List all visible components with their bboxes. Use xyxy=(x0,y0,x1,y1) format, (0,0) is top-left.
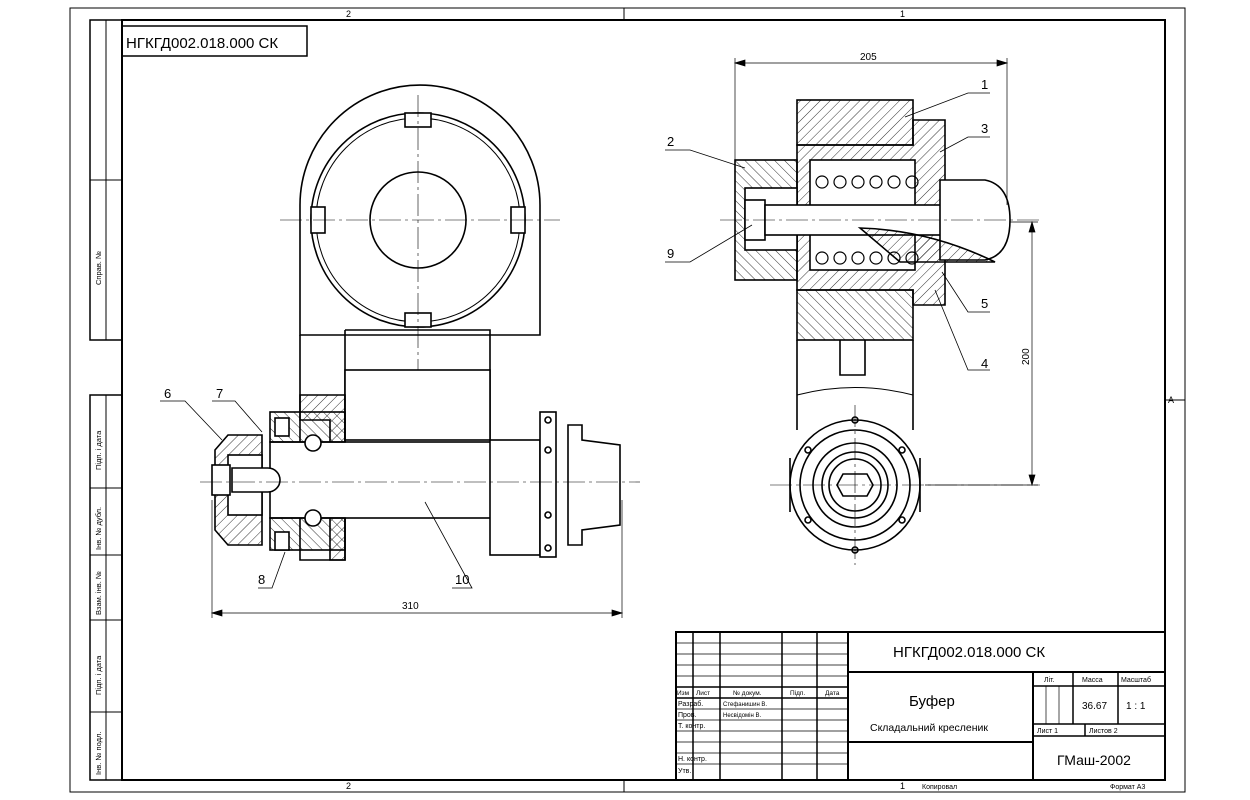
drawing-frame xyxy=(121,19,1166,781)
scale-label: Масштаб xyxy=(1121,676,1151,684)
side-columns xyxy=(89,19,123,781)
zone-mark-top-left: 2 xyxy=(346,9,351,19)
callout-2: 2 xyxy=(667,134,674,149)
row-prov: Пров. xyxy=(678,712,697,719)
dim-205 xyxy=(733,58,1009,205)
callout-7: 7 xyxy=(216,386,223,401)
dim-310-label: 310 xyxy=(402,601,419,612)
outer-frame xyxy=(69,7,1186,793)
copied-label: Копировал xyxy=(922,784,957,791)
dim-205-label: 205 xyxy=(860,52,877,63)
side-label-sprav: Справ. № xyxy=(94,251,103,285)
zone-mark-right: A xyxy=(1168,395,1174,405)
zone-mark-bottom-right: 1 xyxy=(900,781,905,791)
row-t-kontr: Т. контр. xyxy=(678,723,705,730)
designation-corner: НГКГД002.018.000 СК xyxy=(126,35,278,52)
doc-subtitle: Складальний кресленик xyxy=(870,722,988,734)
row-utv: Утв. xyxy=(678,768,691,775)
organization: ГМаш-2002 xyxy=(1057,752,1131,768)
doc-title: Буфер xyxy=(909,693,955,710)
callout-4: 4 xyxy=(981,356,988,371)
lit-label: Літ. xyxy=(1044,676,1055,684)
mass-label: Масса xyxy=(1082,677,1103,684)
hdr-doc-no: № докум. xyxy=(733,690,762,697)
callout-leaders-right xyxy=(665,92,990,371)
row-n-kontr: Н. контр. xyxy=(678,756,707,763)
format-label: Формат А3 xyxy=(1110,784,1145,791)
callout-5: 5 xyxy=(981,296,988,311)
callout-9: 9 xyxy=(667,246,674,261)
hdr-data: Дата xyxy=(825,690,840,697)
title-block xyxy=(675,631,1166,781)
sheet-number: Лист 1 xyxy=(1037,728,1058,735)
side-label-pidp-data-2: Підп. і дата xyxy=(94,655,103,695)
sheets-total: Листов 2 xyxy=(1089,728,1118,735)
dim-200 xyxy=(925,220,1038,487)
designation-corner-box xyxy=(121,25,308,57)
mass-value: 36.67 xyxy=(1082,701,1107,712)
hdr-list: Лист xyxy=(696,690,710,697)
title-block-designation: НГКГД002.018.000 СК xyxy=(893,644,1045,661)
callout-1: 1 xyxy=(981,77,988,92)
callout-leaders-left xyxy=(160,400,473,589)
side-label-pidp-data-1: Підп. і дата xyxy=(94,430,103,470)
dim-310 xyxy=(210,500,624,618)
callout-10: 10 xyxy=(455,572,469,587)
section-view xyxy=(720,99,1040,565)
side-label-vzam-inv: Взам. інв. № xyxy=(94,571,103,615)
callout-8: 8 xyxy=(258,572,265,587)
row-prov-name: Несвідомін В. xyxy=(723,713,761,719)
zone-mark-bottom-left: 2 xyxy=(346,781,351,791)
hdr-pidp: Підп. xyxy=(790,689,805,697)
callout-3: 3 xyxy=(981,121,988,136)
dim-200-label: 200 xyxy=(1021,348,1032,365)
zone-mark-top-right: 1 xyxy=(900,9,905,19)
side-label-inv-pidl: Інв. № подл. xyxy=(94,732,103,775)
front-view xyxy=(200,84,640,561)
hdr-izm: Изм xyxy=(677,690,690,697)
side-label-inv-dubl: Інв. № дубл. xyxy=(94,507,103,550)
row-razrab: Разраб. xyxy=(678,700,703,708)
row-razrab-name: Стефанишин В. xyxy=(723,702,767,708)
callout-6: 6 xyxy=(164,386,171,401)
scale-value: 1 : 1 xyxy=(1126,701,1146,712)
